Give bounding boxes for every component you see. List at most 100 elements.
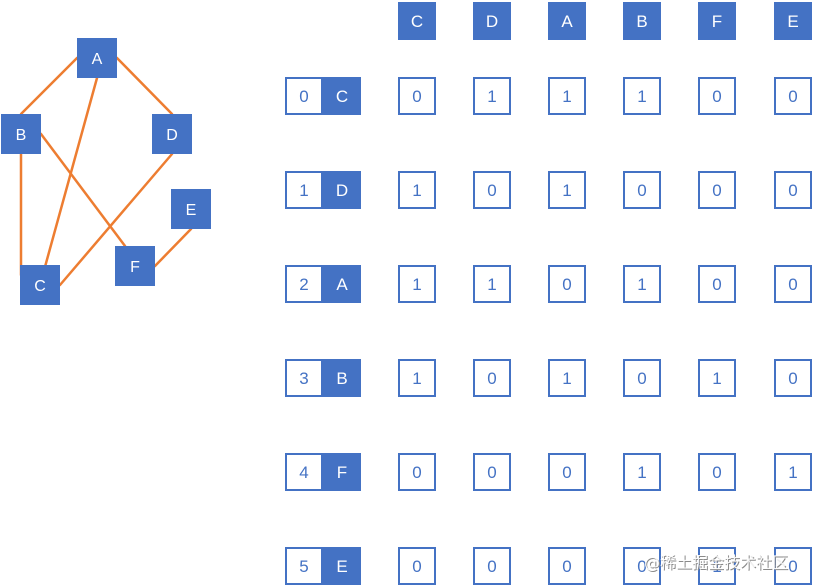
column-header-d: D — [486, 12, 498, 31]
matrix-cell-box — [398, 77, 436, 115]
matrix-cell-value: 1 — [412, 369, 421, 388]
matrix-cell-value: 0 — [788, 275, 797, 294]
matrix-cell-box — [548, 359, 586, 397]
matrix-cell-value: 1 — [637, 463, 646, 482]
matrix-cell-box — [473, 547, 511, 585]
matrix-cell-value: 0 — [788, 87, 797, 106]
matrix-cell-value: 0 — [637, 557, 646, 576]
matrix-cell-box — [473, 171, 511, 209]
graph-node-box — [77, 38, 117, 78]
matrix-cell-value: 1 — [412, 275, 421, 294]
graph-node-label: B — [16, 127, 27, 144]
matrix-cell-box — [774, 171, 812, 209]
matrix-cell-box — [473, 77, 511, 115]
matrix-cell-box — [774, 77, 812, 115]
matrix-cell-value: 0 — [712, 275, 721, 294]
column-header-a: A — [561, 12, 573, 31]
row-label-f: F — [337, 463, 347, 482]
matrix-cell-box — [774, 359, 812, 397]
row-index-box — [285, 77, 323, 115]
row-label-box — [323, 453, 361, 491]
row-label-a: A — [336, 275, 348, 294]
matrix-cell-value: 0 — [487, 463, 496, 482]
matrix-cell-box — [698, 547, 736, 585]
row-label-c: C — [336, 87, 348, 106]
row-label-e: E — [336, 557, 347, 576]
matrix-cell-box — [398, 547, 436, 585]
column-header-box — [623, 2, 661, 40]
matrix-cell-box — [623, 265, 661, 303]
matrix-cell-value: 0 — [487, 369, 496, 388]
graph-node-b: B — [1, 114, 41, 154]
matrix-cell-box — [398, 171, 436, 209]
matrix-cell-value: 0 — [637, 181, 646, 200]
matrix-cell-value: 0 — [712, 463, 721, 482]
matrix-cell-value: 0 — [562, 275, 571, 294]
matrix-cell-value: 0 — [412, 557, 421, 576]
matrix-cell-value: 0 — [788, 181, 797, 200]
matrix-cell-box — [548, 77, 586, 115]
graph-edge-d-c — [58, 152, 174, 287]
watermark-shadow: @稀土掘金技术社区 — [645, 554, 789, 573]
column-header-box — [774, 2, 812, 40]
matrix-cell-value: 1 — [712, 369, 721, 388]
graph-node-c: C — [20, 265, 60, 305]
row-label-box — [323, 77, 361, 115]
matrix-cell-box — [698, 359, 736, 397]
graph-node-a: A — [77, 38, 117, 78]
column-header-c: C — [411, 12, 423, 31]
column-header-box — [548, 2, 586, 40]
matrix-cell-box — [698, 265, 736, 303]
row-index-box — [285, 171, 323, 209]
graph-node-d: D — [152, 114, 192, 154]
row-label-d: D — [336, 181, 348, 200]
row-index: 0 — [299, 87, 308, 106]
row-index: 3 — [299, 369, 308, 388]
matrix-cell-value: 1 — [637, 275, 646, 294]
graph-edge-a-c — [38, 76, 99, 287]
matrix-cell-box — [623, 547, 661, 585]
matrix-cell-box — [398, 359, 436, 397]
matrix-cell-value: 0 — [412, 463, 421, 482]
matrix-cell-box — [623, 359, 661, 397]
row-label-box — [323, 359, 361, 397]
matrix-cell-value: 1 — [788, 463, 797, 482]
row-label-box — [323, 547, 361, 585]
graph-edge-a-b — [19, 56, 79, 116]
graph-node-box — [20, 265, 60, 305]
matrix-cell-value: 1 — [487, 87, 496, 106]
matrix-cell-box — [774, 453, 812, 491]
column-header-e: E — [787, 12, 798, 31]
graph-node-label: A — [92, 51, 103, 68]
matrix-cell-box — [473, 265, 511, 303]
graph-edge-f-e — [153, 227, 193, 268]
matrix-cell-value: 1 — [562, 181, 571, 200]
row-index-box — [285, 547, 323, 585]
matrix-cell-value: 0 — [788, 557, 797, 576]
matrix-cell-box — [473, 453, 511, 491]
graph-node-label: F — [130, 259, 140, 276]
matrix-cell-box — [548, 547, 586, 585]
matrix-cell-value: 1 — [562, 87, 571, 106]
watermark-group: @稀土掘金技术社区 @稀土掘金技术社区 — [644, 553, 789, 573]
matrix-cell-value: 0 — [562, 463, 571, 482]
graph-node-box — [171, 189, 211, 229]
matrix-cell-value: 1 — [562, 369, 571, 388]
matrix-cell-box — [698, 453, 736, 491]
matrix-cell-value: 0 — [788, 369, 797, 388]
graph-node-e: E — [171, 189, 211, 229]
matrix-cell-value: 1 — [712, 557, 721, 576]
matrix-cell-box — [548, 171, 586, 209]
matrix-cell-value: 0 — [562, 557, 571, 576]
matrix-cell-value: 1 — [412, 181, 421, 200]
row-label-b: B — [336, 369, 347, 388]
matrix-cell-box — [548, 265, 586, 303]
graph-nodes: A B DE C F — [1, 38, 211, 305]
matrix-cell-box — [548, 453, 586, 491]
matrix-cell-value: 0 — [487, 557, 496, 576]
row-label-box — [323, 265, 361, 303]
graph-edge-b-f — [39, 132, 127, 248]
matrix-cell-box — [398, 453, 436, 491]
column-header-b: B — [636, 12, 647, 31]
